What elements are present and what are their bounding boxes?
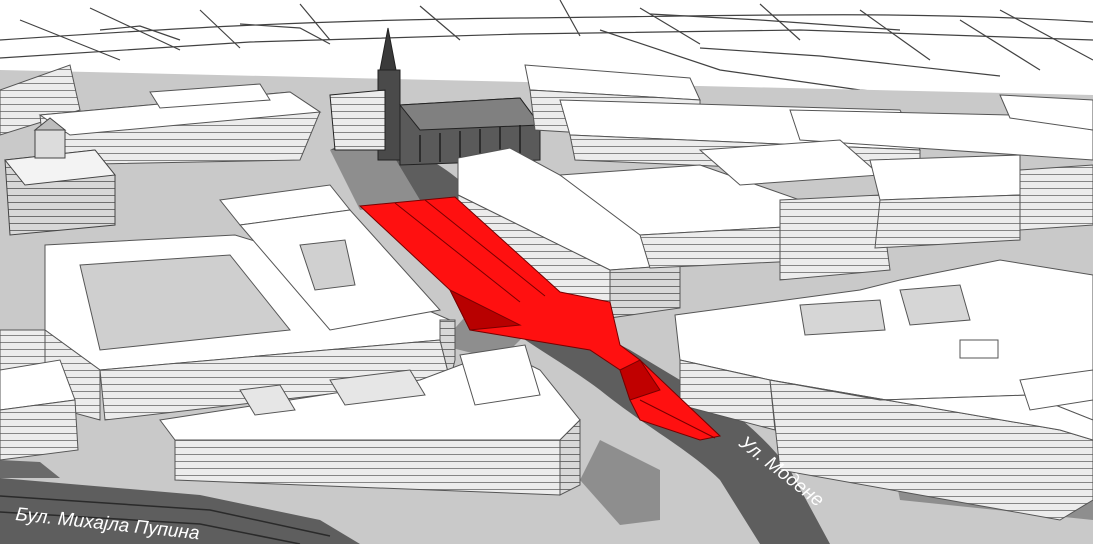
building-far-left [0, 64, 322, 166]
building-ornate-left [4, 117, 116, 236]
building-center-long [457, 139, 891, 319]
building-front-bar [159, 344, 581, 496]
boulevard-lane-lines [0, 495, 331, 544]
highlighted-development-area [358, 196, 722, 441]
building-front-right [674, 259, 1093, 521]
cathedral [329, 27, 541, 166]
building-lower-left [0, 359, 79, 461]
building-right-tall [869, 154, 1093, 249]
